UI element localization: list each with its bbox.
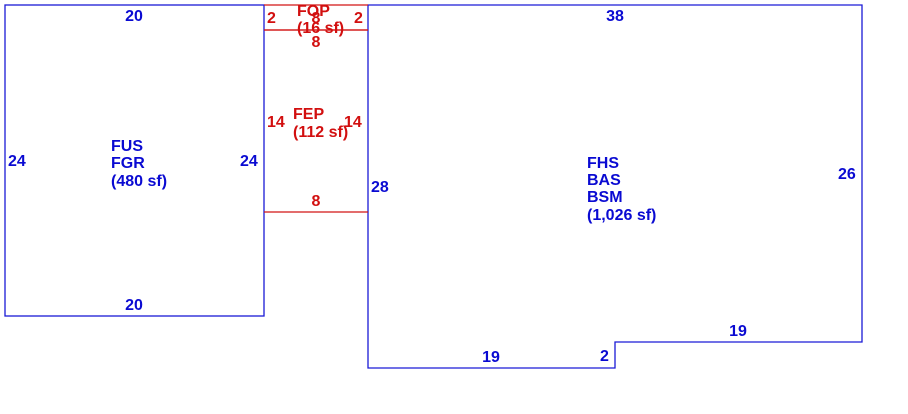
dim-main-top: 38: [606, 8, 624, 25]
dim-porch-left: 14: [267, 114, 285, 131]
porch-code: FEP: [293, 106, 324, 123]
stoop-outline: [264, 4, 368, 31]
dim-stoop-top: 8: [312, 10, 321, 27]
dim-porch-bottom: 8: [312, 193, 321, 210]
porch-area: (112 sf): [293, 124, 348, 141]
dim-main-bottom-right: 19: [729, 323, 747, 340]
garage-outline: [4, 4, 265, 317]
dim-stoop-right: 2: [354, 10, 363, 27]
garage-area: (480 sf): [111, 173, 167, 190]
main-code-1: FHS: [587, 155, 619, 172]
main-code-2: BAS: [587, 172, 621, 189]
dim-main-step: 2: [600, 348, 609, 365]
dim-garage-left: 24: [8, 153, 26, 170]
dim-porch-right: 14: [344, 114, 362, 131]
dim-main-left: 28: [371, 179, 389, 196]
main-house-outline: [367, 4, 863, 369]
dim-main-right: 26: [838, 166, 856, 183]
main-area: (1,026 sf): [587, 207, 656, 224]
dim-garage-top: 20: [125, 8, 143, 25]
garage-code-2: FGR: [111, 155, 145, 172]
dim-stoop-left: 2: [267, 10, 276, 27]
dim-garage-bottom: 20: [125, 297, 143, 314]
main-code-3: BSM: [587, 189, 623, 206]
garage-code-1: FUS: [111, 138, 143, 155]
dim-main-bottom-left: 19: [482, 349, 500, 366]
dim-garage-right: 24: [240, 153, 258, 170]
dim-porch-top: 8: [312, 34, 321, 51]
stoop-area: (16 sf): [297, 20, 344, 37]
stoop-code: FOP: [297, 3, 330, 20]
